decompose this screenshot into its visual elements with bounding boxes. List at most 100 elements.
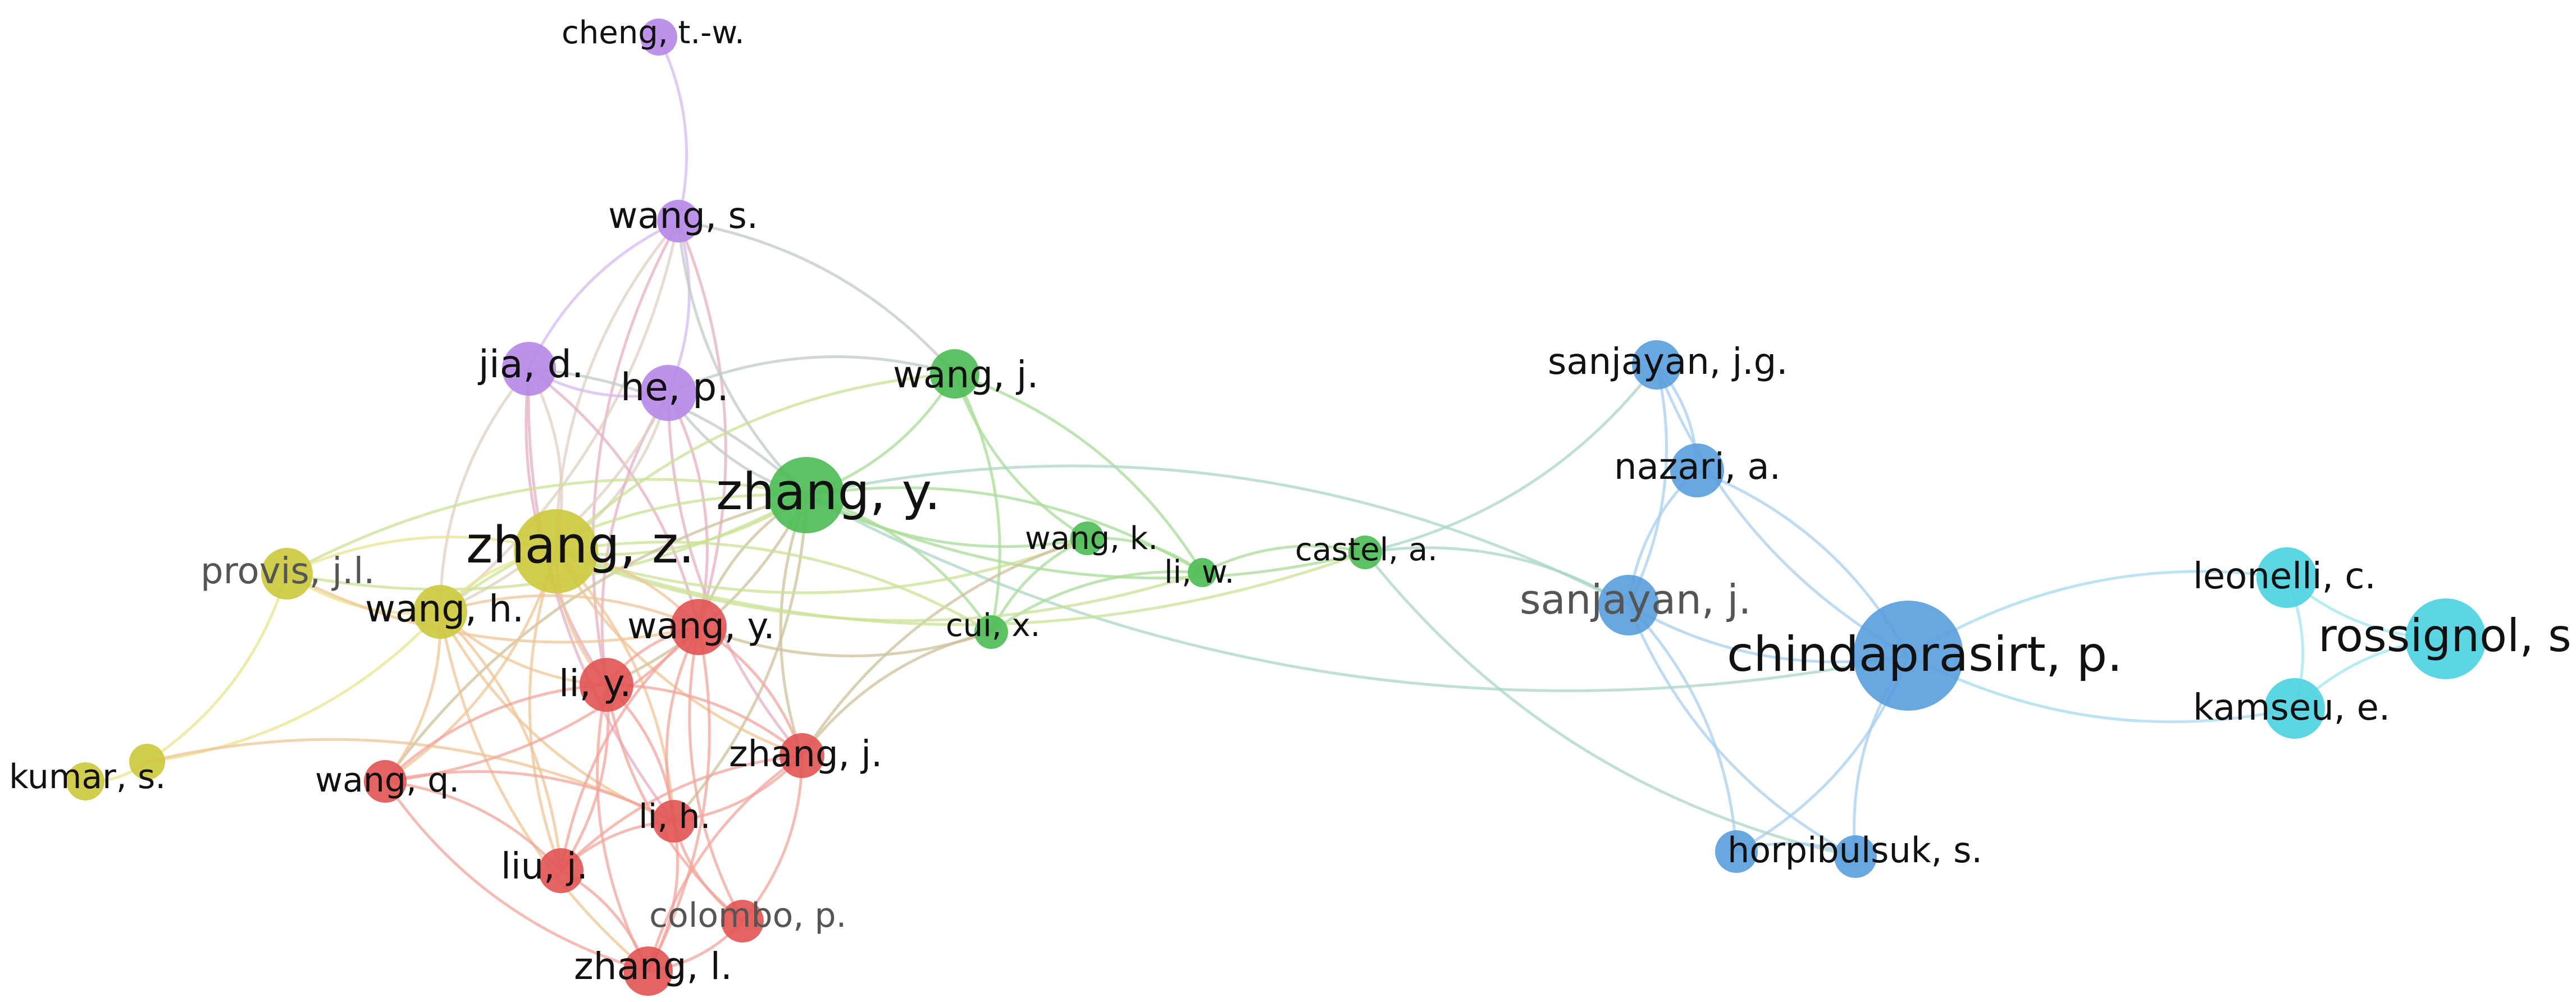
edge-cui_x-zhang_j [800,630,993,757]
edge-zhang_y-chindaprasirt_p [805,493,1910,692]
label-kumar-s: kumar, s. [9,757,166,797]
edge-zhang_z-liu_j [528,550,563,872]
node-li-y[interactable] [580,658,633,712]
label-sanjayan-jg: sanjayan, j.g. [1548,341,1788,383]
node-leonelli-c[interactable] [2256,547,2317,608]
label-horpibulsuk-s: horpibulsuk, s. [1727,830,1982,871]
node-zhang-j[interactable] [779,733,824,778]
node-kumar-s[interactable] [66,762,104,800]
label-zhang-z: zhang, z. [466,516,695,575]
node-kumar-s2[interactable] [129,744,165,780]
node-zhang-l[interactable] [623,946,673,996]
edge-zhang_z-zhang_j [554,550,804,757]
edge-wang_h-wang_y [439,594,700,629]
label-li-w: li, w. [1164,554,1234,591]
node-nazari-a[interactable] [1670,443,1724,497]
label-li-h: li, h. [639,797,711,836]
node-castel-a[interactable] [1348,536,1382,569]
node-he-p[interactable] [640,365,696,421]
edge-li_y-zhang_j [605,683,804,757]
node-wang-k[interactable] [1070,521,1104,555]
node-wang-h[interactable] [413,585,467,639]
edge-jia_d-wang_h [439,367,531,614]
edge-wang_j-li_w [953,372,1204,574]
edge-wang_s-li_y [591,219,680,687]
node-sanjayan-jg[interactable] [1632,340,1681,390]
label-wang-j: wang, j. [893,353,1038,396]
edge-cui_x-zhang_z [554,541,993,634]
label-colombo-p: colombo, p. [649,896,847,935]
edge-zhang_z-li_h [554,550,676,823]
node-zhang-y[interactable] [768,457,845,533]
edge-castel_a-sanjayan_j [1364,546,1630,607]
node-wang-s[interactable] [657,200,700,243]
edge-castel_a-horpibulsuk_s2 [1364,551,1857,858]
edge-wang_h-liu_j [439,610,563,872]
node-sanjayan-j[interactable] [1598,575,1659,635]
node-kamseu-e[interactable] [2264,678,2325,739]
label-sanjayan-j: sanjayan, j. [1520,576,1751,623]
node-horpibulsuk-s[interactable] [1715,830,1758,873]
node-cheng-tw[interactable] [640,19,677,56]
label-provis-jl: provis, j.l. [200,551,375,592]
edge-wang_s-wang_y [677,219,727,629]
label-zhang-j: zhang, j. [729,734,882,775]
node-liu-j[interactable] [539,848,583,893]
node-chindaprasirt-p[interactable] [1853,601,1963,711]
edge-wang_q-liu_j [384,780,563,872]
edge-provis_jl-zhang_y [285,478,808,575]
node-wang-q[interactable] [364,760,407,803]
node-layer [66,19,2486,996]
edge-castel_a-zhang_z [554,550,1367,626]
edge-zhang_y-sanjayan_j [805,464,1630,607]
edge-wang_k-zhang_z [554,537,1089,594]
node-cui-x[interactable] [974,615,1008,649]
node-provis-jl[interactable] [261,548,313,600]
edge-zhang_j-colombo_p [741,754,804,923]
edge-wang_s-zhang_y [677,219,808,497]
node-li-w[interactable] [1188,558,1217,587]
edge-wang_h-kumar_s2 [145,610,442,763]
node-li-h[interactable] [653,800,695,843]
edge-li_w-castel_a [1201,545,1367,574]
label-liu-j: liu, j. [501,846,588,887]
edge-wang_q-zhang_l [384,780,650,973]
edge-zhang_j-liu_j [559,754,804,872]
label-zhang-l: zhang, l. [574,945,732,988]
label-wang-y: wang, y. [627,606,775,647]
node-colombo-p[interactable] [721,900,764,942]
edge-zhang_y-li_y [605,493,808,687]
label-li-y: li, y. [559,662,631,705]
label-wang-q: wang, q. [315,761,459,800]
label-wang-s: wang, s. [608,195,758,237]
label-chindaprasirt-p: chindaprasirt, p. [1727,626,2123,683]
label-cui-x: cui, x. [946,607,1040,644]
node-wang-y[interactable] [671,599,727,655]
node-jia-d[interactable] [502,342,556,396]
edge-wang_s-wang_j [677,219,956,376]
edge-wang_j-zhang_z [554,372,956,553]
edge-zhang_y-wang_h [439,493,808,614]
label-kamseu-e: kamseu, e. [2193,687,2390,729]
node-wang-j[interactable] [930,349,979,399]
edge-wang_s-wang_h [439,219,680,614]
label-castel-a: castel, a. [1295,532,1438,568]
edge-sanjayan_jg-chindaprasirt_p [1655,363,1910,657]
label-nazari-a: nazari, a. [1614,446,1781,488]
edge-zhang_y-wang_q [384,493,808,783]
edge-zhang_j-zhang_l [646,754,804,973]
edge-wang_s-zhang_z [554,219,680,553]
node-zhang-z[interactable] [514,509,598,593]
node-horpibulsuk-s2[interactable] [1834,835,1877,878]
edge-sanjayan_j-horpibulsuk_s [1627,603,1738,853]
edge-sanjayan_jg-sanjayan_j [1627,363,1668,607]
edge-sanjayan_j-horpibulsuk_s2 [1627,603,1857,858]
edge-castel_a-sanjayan_jg [1364,363,1658,554]
node-rossignol-s[interactable] [2405,598,2486,679]
label-zhang-y: zhang, y. [716,463,941,521]
label-leonelli-c: leonelli, c. [2193,556,2376,597]
edge-wang_s-jia_d [527,219,680,370]
edge-layer [84,35,2447,973]
edge-provis_jl-kumar_s2 [145,572,289,763]
